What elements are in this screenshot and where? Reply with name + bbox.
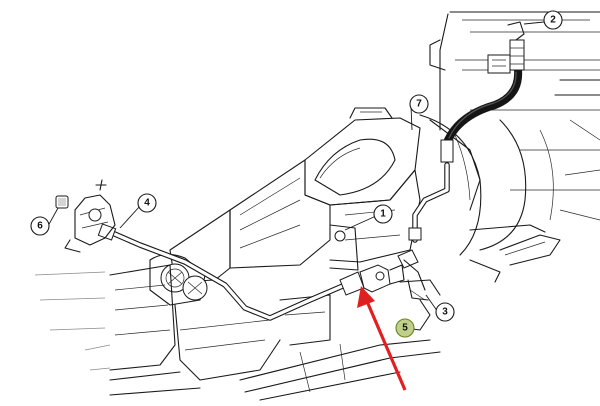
callout-2-label: 2 xyxy=(550,15,556,26)
callout-1-label: 1 xyxy=(380,209,386,220)
callout-5[interactable]: 5 xyxy=(395,318,415,338)
valve-assembly xyxy=(55,179,116,253)
callout-3-label: 3 xyxy=(442,307,448,318)
cooler-line-assembly xyxy=(97,21,525,321)
callout-4-label: 4 xyxy=(144,198,150,209)
leader-lines xyxy=(47,21,545,313)
callout-1[interactable]: 1 xyxy=(373,204,393,224)
callout-4[interactable]: 4 xyxy=(137,193,157,213)
callout-6[interactable]: 6 xyxy=(30,216,50,236)
transmission-housing xyxy=(34,107,546,401)
highlight-arrow xyxy=(357,286,407,391)
callout-7-label: 7 xyxy=(416,99,422,110)
callout-2[interactable]: 2 xyxy=(543,10,563,30)
callout-3[interactable]: 3 xyxy=(435,302,455,322)
callout-6-label: 6 xyxy=(37,221,43,232)
engine-block xyxy=(419,11,600,283)
callout-5-label: 5 xyxy=(402,323,408,334)
callout-7[interactable]: 7 xyxy=(409,94,429,114)
